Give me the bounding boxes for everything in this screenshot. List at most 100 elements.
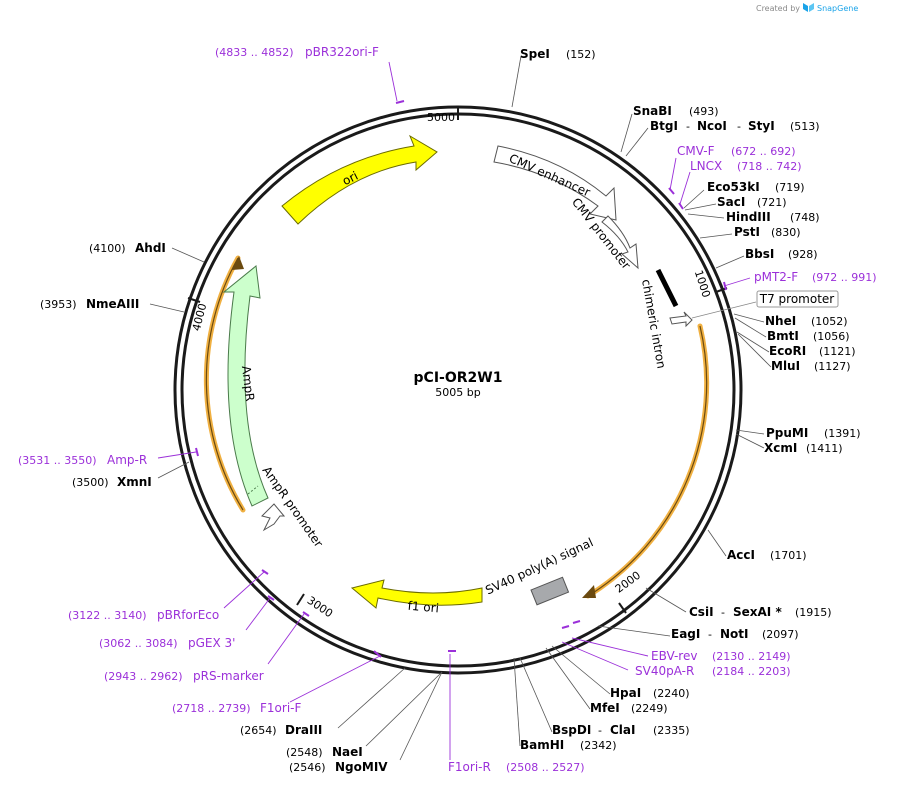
primer-ticks	[195, 100, 727, 658]
plasmid-size: 5005 bp	[435, 386, 480, 399]
site-sep-1: -	[686, 120, 690, 133]
site-name-psti: PstI	[734, 225, 760, 239]
primer-pbrforeco: (3122 .. 3140) pBRforEco	[68, 608, 219, 622]
primer-lncx: LNCX (718 .. 742)	[690, 159, 802, 173]
site-hindiii: HindIII (748)	[726, 210, 820, 224]
position-ticks	[187, 108, 728, 614]
orf-left-arrowhead	[232, 256, 244, 270]
primer-pgex3: (3062 .. 3084) pGEX 3'	[99, 636, 235, 650]
backbone-outer-circle	[173, 105, 743, 675]
site-name-ncoi: NcoI	[697, 119, 727, 133]
primer-pos-pbrforeco: (3122 .. 3140)	[68, 609, 147, 622]
primer-name-pbrforeco: pBRforEco	[157, 608, 219, 622]
site-pos-csii: (1915)	[795, 606, 832, 619]
primer-name-amp-r: Amp-R	[107, 453, 147, 467]
site-btgi-ncoi-styi: BtgI - NcoI - StyI (513)	[650, 119, 820, 133]
site-mlui: MluI (1127)	[771, 359, 851, 373]
sv40-polya-box	[530, 576, 570, 606]
site-pos-xcmi: (1411)	[806, 442, 843, 455]
primer-cmv-f: CMV-F (672 .. 692)	[677, 144, 796, 158]
site-name-eagi: EagI	[671, 627, 700, 641]
primer-pos-pbr322ori-f: (4833 .. 4852)	[215, 46, 294, 59]
site-pos-hpai: (2240)	[653, 687, 690, 700]
primer-name-f1ori-f: F1ori-F	[260, 701, 301, 715]
f1-ori-arrow	[350, 579, 483, 609]
site-hpai: HpaI (2240)	[610, 686, 690, 700]
primer-amp-r: (3531 .. 3550) Amp-R	[18, 453, 147, 467]
orf-right-arrowhead	[582, 585, 596, 598]
site-pos-ppumi: (1391)	[824, 427, 861, 440]
site-name-naei: NaeI	[332, 745, 363, 759]
tick-label-3000: 3000	[305, 594, 335, 620]
site-ecori: EcoRI (1121)	[769, 344, 856, 358]
primer-ebv-rev: EBV-rev (2130 .. 2149)	[651, 649, 791, 663]
primer-name-lncx: LNCX	[690, 159, 722, 173]
site-psti: PstI (830)	[734, 225, 801, 239]
site-bspdi-clai: BspDI - ClaI (2335)	[552, 723, 690, 737]
cmv-enhancer-arrow	[493, 145, 617, 221]
tick-4000	[187, 297, 201, 303]
cmv-enhancer-label: CMV enhancer	[507, 151, 592, 199]
primer-name-prs-marker: pRS-marker	[193, 669, 264, 683]
chimeric-intron-label: chimeric intron	[639, 278, 669, 370]
ampr-arrow	[222, 265, 269, 507]
site-saci: SacI (721)	[717, 195, 787, 209]
primer-pos-pgex3: (3062 .. 3084)	[99, 637, 178, 650]
site-spei: SpeI (152)	[520, 47, 596, 61]
site-pos-saci: (721)	[757, 196, 787, 209]
primer-pos-f1ori-r: (2508 .. 2527)	[506, 761, 585, 774]
primer-name-f1ori-r: F1ori-R	[448, 760, 491, 774]
tick-3000	[296, 593, 305, 606]
t7-promoter-box	[756, 290, 839, 308]
tick-label-5000: 5000	[427, 111, 455, 124]
site-name-ahdi: AhdI	[135, 241, 166, 255]
site-ppumi: PpuMI (1391)	[766, 426, 861, 440]
site-pos-nhei: (1052)	[811, 315, 848, 328]
primer-pos-pmt2-f: (972 .. 991)	[812, 271, 877, 284]
primer-name-pbr322ori-f: pBR322ori-F	[305, 45, 379, 59]
primer-pos-lncx: (718 .. 742)	[737, 160, 802, 173]
site-eco53ki: Eco53kI (719)	[707, 180, 805, 194]
ampr-label: AmpR	[239, 365, 257, 402]
primer-pos-ebv-rev: (2130 .. 2149)	[712, 650, 791, 663]
site-pos-bbsi: (928)	[788, 248, 818, 261]
site-pos-mfei: (2249)	[631, 702, 668, 715]
primer-name-pmt2-f: pMT2-F	[754, 270, 798, 284]
site-eagi-noti: EagI - NotI (2097)	[671, 627, 799, 641]
site-pos-mlui: (1127)	[814, 360, 851, 373]
site-pos-ecori: (1121)	[819, 345, 856, 358]
site-pos-bmti: (1056)	[813, 330, 850, 343]
site-xcmi: XcmI (1411)	[764, 441, 843, 455]
site-pos-xmni: (3500)	[72, 476, 109, 489]
site-name-xcmi: XcmI	[764, 441, 797, 455]
site-sep-2: -	[737, 120, 741, 133]
ori-label: ori	[340, 169, 360, 189]
site-name-draiii: DraIII	[285, 723, 322, 737]
site-name-snabi: SnaBI	[633, 104, 672, 118]
ampr-promoter-arrow	[261, 503, 286, 532]
plasmid-name: pCI-OR2W1	[414, 370, 503, 386]
snapgene-logo-icon	[803, 3, 814, 12]
primer-pbr322ori-f: (4833 .. 4852) pBR322ori-F	[215, 45, 379, 59]
site-name-ecori: EcoRI	[769, 344, 806, 358]
site-pos-snabi: (493)	[689, 105, 719, 118]
tick-2000	[618, 602, 627, 614]
site-pos-eagi: (2097)	[762, 628, 799, 641]
site-name-hpai: HpaI	[610, 686, 641, 700]
site-pos-hindiii: (748)	[790, 211, 820, 224]
site-name-csii: CsiI	[689, 605, 714, 619]
site-name-btgi: BtgI	[650, 119, 678, 133]
site-xmni: (3500) XmnI	[72, 475, 152, 489]
primer-name-ebv-rev: EBV-rev	[651, 649, 697, 663]
site-pos-btgi: (513)	[790, 120, 820, 133]
f1-ori-label: f1 ori	[407, 599, 439, 616]
primer-name-pgex3: pGEX 3'	[188, 636, 235, 650]
site-nhei: NheI (1052)	[765, 314, 848, 328]
site-pos-bspdi: (2335)	[653, 724, 690, 737]
site-naei: (2548) NaeI	[286, 745, 363, 759]
site-csii-sexai: CsiI - SexAI * (1915)	[689, 605, 832, 619]
chimeric-intron-bar	[655, 268, 679, 308]
tick-label-4000: 4000	[190, 302, 209, 332]
primer-prs-marker: (2943 .. 2962) pRS-marker	[104, 669, 264, 683]
primer-pos-sv40pa-r: (2184 .. 2203)	[712, 665, 791, 678]
